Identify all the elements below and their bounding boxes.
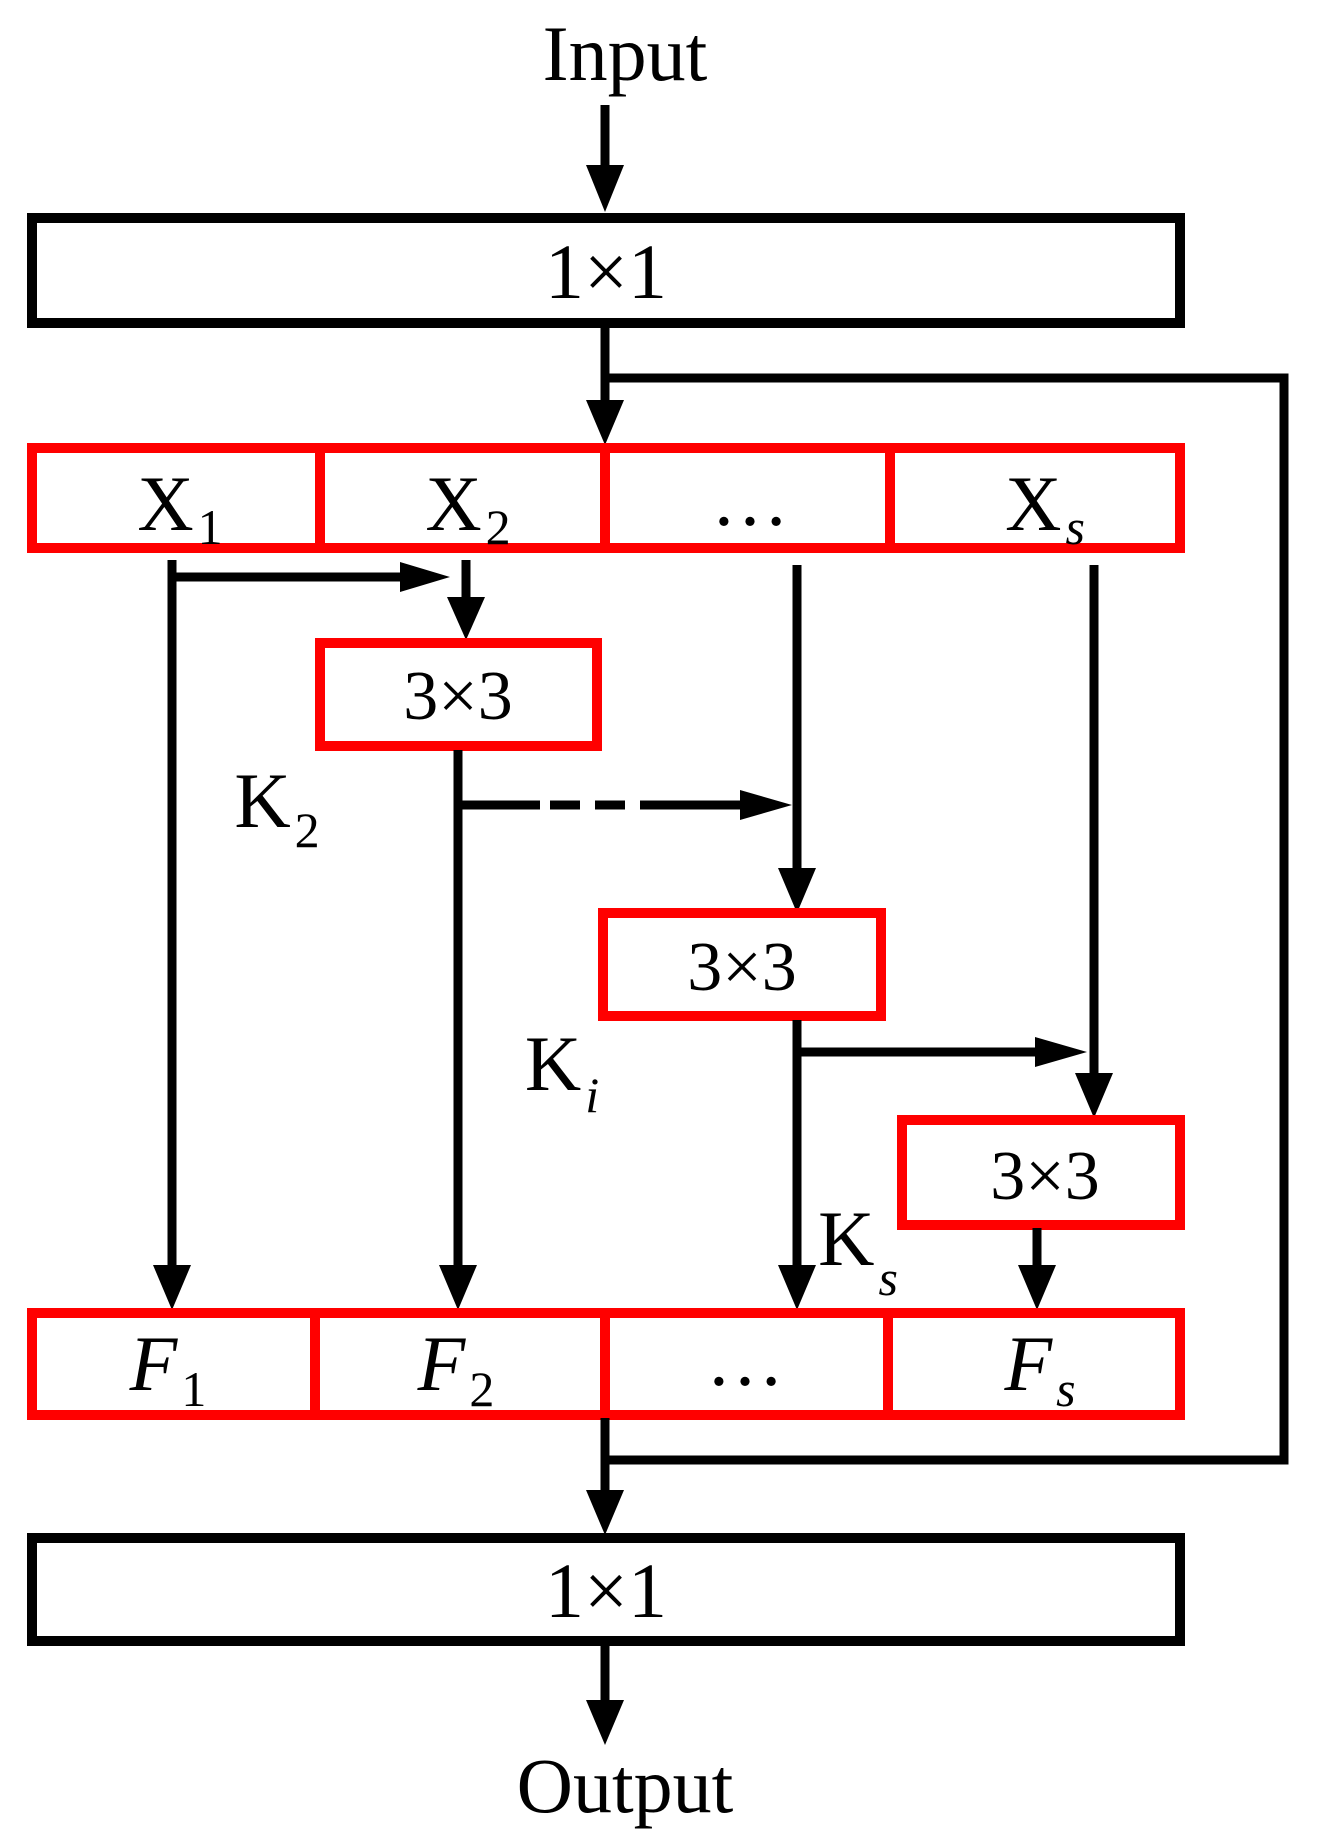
kernel-ks-label: Ks	[818, 1195, 898, 1306]
split-cell-x2: X2	[425, 460, 510, 555]
ki-to-fi-arrowhead	[778, 1265, 816, 1310]
xs-to-ks-arrowhead	[1075, 1073, 1113, 1118]
residual-skip-connection	[605, 373, 1289, 1465]
ks-to-fs-arrowhead	[1018, 1265, 1056, 1310]
top-to-split-arrowhead	[586, 400, 624, 445]
split-cell-ellipsis: …	[711, 455, 789, 542]
output-cell-ellipsis: …	[706, 1315, 784, 1402]
output-row: F1 F2 … Fs	[27, 1308, 1185, 1420]
conv-3x3-k2-box	[315, 638, 602, 751]
output-arrowhead	[586, 1700, 624, 1745]
x1-to-k2-arrowhead	[400, 562, 450, 592]
x2-to-k2-arrowhead	[447, 597, 485, 640]
output-cell-f2: F2	[417, 1320, 495, 1417]
split-cell-xs: Xs	[1005, 460, 1085, 555]
input-arrowhead	[586, 165, 624, 212]
conv-3x3-ks-label: 3×3	[990, 1138, 1099, 1215]
input-label: Input	[543, 10, 708, 97]
conv-3x3-k2-label: 3×3	[403, 658, 512, 735]
output-cell-f1: F1	[129, 1320, 207, 1417]
top-conv-label: 1×1	[545, 228, 667, 315]
merge-to-bottom-arrowhead	[586, 1490, 624, 1535]
kernel-ki-label: Ki	[525, 1020, 599, 1123]
kernel-k2-label: K2	[234, 757, 319, 858]
bottom-conv-1x1-box	[27, 1533, 1185, 1646]
xi-to-ki-arrowhead	[778, 868, 816, 913]
k2-to-f2-arrowhead	[439, 1265, 477, 1310]
bottom-conv-label: 1×1	[545, 1547, 667, 1634]
conv-3x3-ki-box	[598, 908, 886, 1021]
split-row: X1 X2 … Xs	[27, 443, 1185, 555]
conv-3x3-ks-box	[897, 1115, 1185, 1230]
output-cell-fs: Fs	[1003, 1320, 1075, 1417]
top-conv-1x1-box	[27, 213, 1185, 328]
split-cell-x1: X1	[137, 460, 222, 555]
output-label: Output	[517, 1742, 734, 1829]
conv-3x3-ki-label: 3×3	[687, 929, 796, 1006]
ki-to-ks-arrowhead	[1035, 1037, 1087, 1067]
x1-to-f1-arrowhead	[153, 1265, 191, 1310]
k2-to-ki-arrowhead	[740, 790, 792, 820]
